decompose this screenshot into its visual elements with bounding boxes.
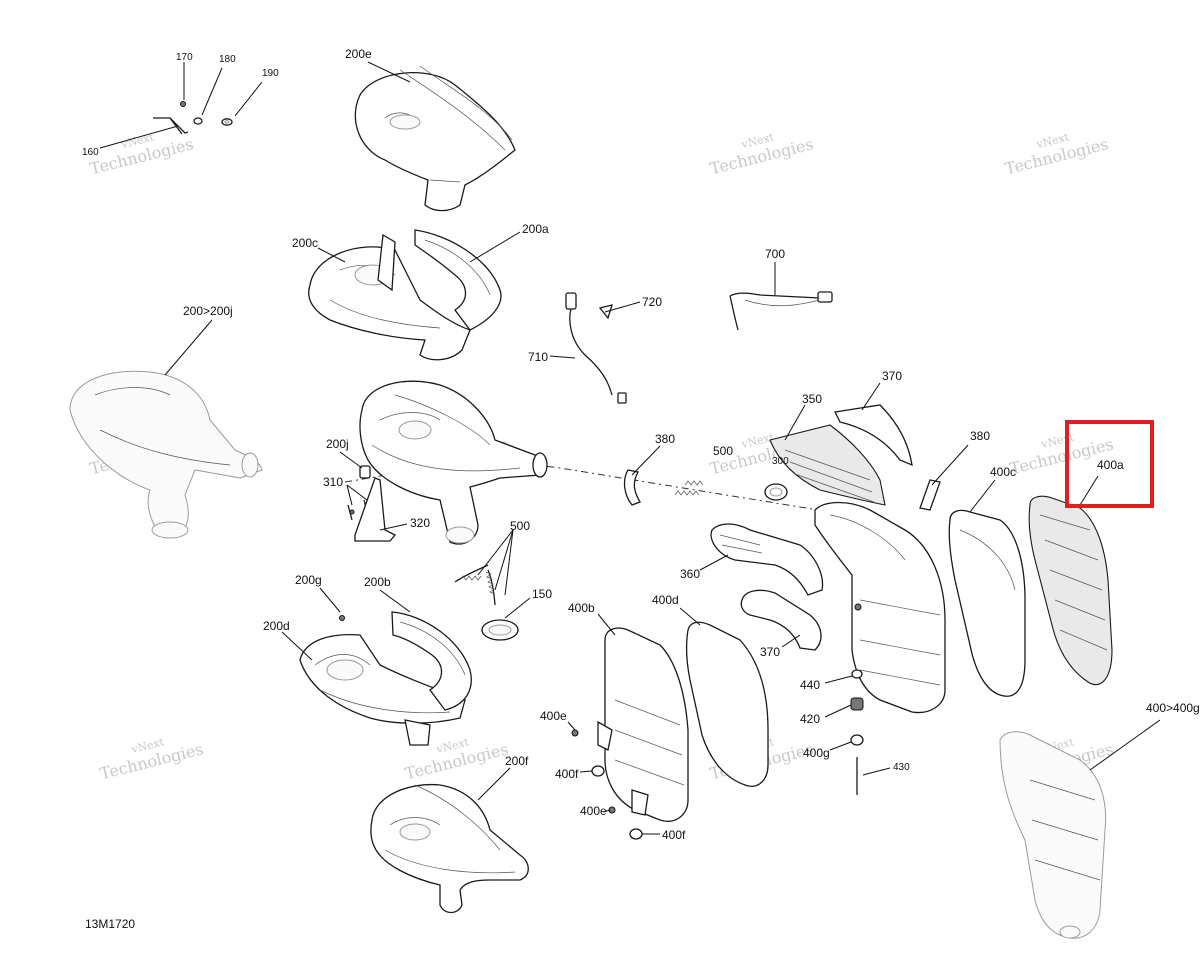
- callout-200-200j: 200>200j: [183, 304, 233, 318]
- callout-200b: 200b: [364, 575, 391, 589]
- callout-400b: 400b: [568, 601, 595, 615]
- callout-310: 310: [323, 475, 343, 489]
- part-400a-cover[interactable]: [1028, 495, 1113, 686]
- part-370-pipe-lower[interactable]: [740, 589, 822, 651]
- part-710-sensor-harness[interactable]: [565, 292, 627, 404]
- part-400e-bolt-upper[interactable]: [571, 729, 579, 737]
- callout-380-right: 380: [970, 429, 990, 443]
- callout-200g: 200g: [295, 573, 322, 587]
- callout-400f-upper: 400f: [555, 767, 579, 781]
- part-200a-pipe[interactable]: [377, 229, 502, 331]
- part-400c-cover[interactable]: [948, 509, 1026, 697]
- callout-500-lower: 500: [510, 519, 530, 533]
- callout-370-upper: 370: [882, 369, 902, 383]
- callout-400f-lower: 400f: [662, 828, 686, 842]
- part-muffler-core[interactable]: [814, 501, 946, 714]
- part-380-clamp-center[interactable]: [623, 469, 641, 506]
- callout-200a: 200a: [522, 222, 549, 236]
- part-400b-cover[interactable]: [597, 627, 689, 822]
- callout-350: 350: [802, 392, 822, 406]
- part-200f-pipe[interactable]: [370, 783, 529, 914]
- callout-400d: 400d: [652, 593, 679, 607]
- callout-150: 150: [532, 587, 552, 601]
- callout-710: 710: [528, 350, 548, 364]
- callout-400e-upper: 400e: [540, 709, 567, 723]
- part-300-gasket[interactable]: [764, 483, 788, 501]
- callout-370-lower: 370: [760, 645, 780, 659]
- callout-200f: 200f: [505, 754, 529, 768]
- part-400f-nut-lower[interactable]: [629, 828, 643, 840]
- part-370-cover-upper[interactable]: [834, 404, 913, 467]
- callout-180: 180: [219, 54, 236, 65]
- callout-400e-lower: 400e: [580, 804, 607, 818]
- part-200-center-pipe[interactable]: [359, 380, 548, 545]
- callout-labels: 170 180 190 160 200e 200a 200c 200>200j …: [82, 47, 1200, 842]
- callout-420: 420: [800, 712, 820, 726]
- part-150-gasket[interactable]: [481, 619, 519, 641]
- callout-160: 160: [82, 147, 99, 158]
- callout-700: 700: [765, 247, 785, 261]
- callout-200j: 200j: [326, 437, 349, 451]
- callout-300: 300: [772, 456, 789, 467]
- callout-170: 170: [176, 52, 193, 63]
- highlight-box-400a: [1065, 420, 1154, 508]
- part-200b-pipe[interactable]: [391, 611, 472, 746]
- part-400g-nut[interactable]: [850, 734, 864, 746]
- part-400f-nut-upper[interactable]: [591, 765, 605, 777]
- leader-lines: [99, 61, 1161, 835]
- part-360-pipe[interactable]: [710, 523, 824, 596]
- part-200g-bolt[interactable]: [339, 615, 345, 621]
- watermark: vNext Technologies: [708, 130, 815, 178]
- part-380-clamp-right[interactable]: [919, 479, 941, 511]
- part-200e-pipe[interactable]: [354, 65, 516, 212]
- drawing-code: 13M1720: [85, 917, 135, 931]
- watermark: vNext Technologies: [98, 735, 205, 783]
- part-440-washer[interactable]: [851, 669, 863, 679]
- callout-430: 430: [893, 762, 910, 773]
- part-400-400g-assembly[interactable]: [999, 731, 1107, 939]
- callout-400g: 400g: [803, 746, 830, 760]
- part-500-springs-upper[interactable]: [674, 480, 704, 496]
- part-350-shield[interactable]: [769, 424, 886, 506]
- part-500-springs-lower[interactable]: [454, 564, 496, 606]
- part-400d-cover[interactable]: [686, 621, 769, 787]
- callout-400-400g: 400>400g: [1146, 701, 1200, 715]
- watermark: vNext Technologies: [1003, 130, 1110, 178]
- callout-190: 190: [262, 68, 279, 79]
- callout-500-upper: 500: [713, 444, 733, 458]
- callout-380-center: 380: [655, 432, 675, 446]
- callout-200e: 200e: [345, 47, 372, 61]
- callout-440: 440: [800, 678, 820, 692]
- callout-400c: 400c: [990, 465, 1016, 479]
- callout-720: 720: [642, 295, 662, 309]
- part-160-170-180-190[interactable]: [153, 101, 233, 135]
- callout-320: 320: [410, 516, 430, 530]
- part-320-bracket[interactable]: [354, 477, 397, 542]
- part-200-200j-pipe[interactable]: [69, 370, 263, 539]
- callout-360: 360: [680, 567, 700, 581]
- part-200d-pipe[interactable]: [299, 634, 466, 724]
- callout-400a: 400a: [1097, 458, 1124, 472]
- part-420-grommet[interactable]: [850, 697, 864, 711]
- part-700-sensor[interactable]: [729, 291, 833, 331]
- callout-200d: 200d: [263, 619, 290, 633]
- part-200j-clip[interactable]: [359, 465, 371, 479]
- callout-200c: 200c: [292, 236, 318, 250]
